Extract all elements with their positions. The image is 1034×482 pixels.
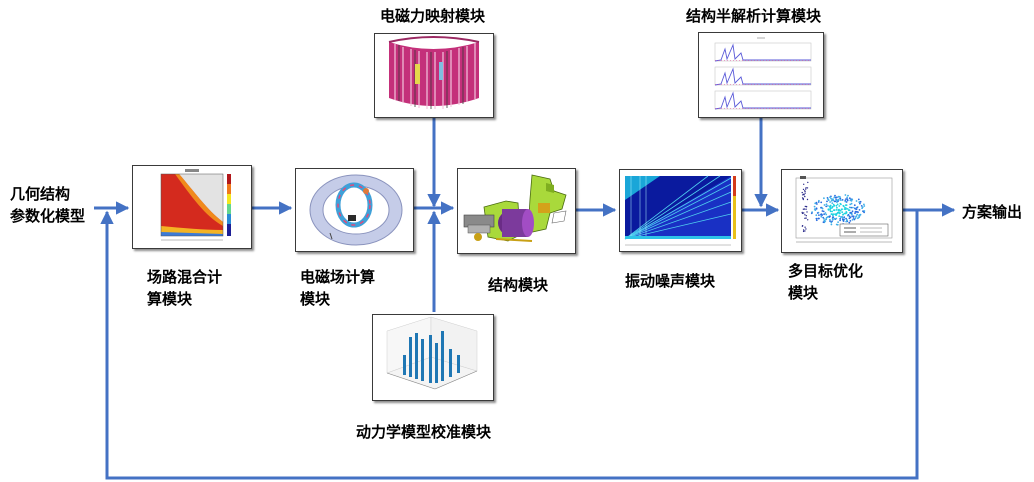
semi-analytic-image: [698, 32, 824, 118]
multi-obj-image: [781, 169, 903, 253]
dynamics-calib-label: 动力学模型校准模块: [356, 423, 492, 441]
input-label: 几何结构 参数化模型: [10, 185, 86, 225]
em-force-map-label: 电磁力映射模块: [380, 7, 486, 25]
em-field-label: 电磁场计算 模块: [300, 268, 376, 308]
dynamics-calib-image: [372, 314, 494, 401]
semi-analytic-label: 结构半解析计算模块: [686, 7, 822, 25]
multi-obj-label: 多目标优化 模块: [788, 262, 864, 302]
vib-noise-image: [619, 169, 742, 252]
em-field-image: [295, 168, 414, 252]
structure-image: [457, 168, 576, 254]
field-circuit-label: 场路混合计 算模块: [147, 268, 223, 308]
structure-label: 结构模块: [488, 276, 549, 294]
vib-noise-label: 振动噪声模块: [625, 272, 716, 290]
output-label: 方案输出: [962, 203, 1023, 221]
em-force-map-image: [374, 33, 494, 118]
field-circuit-image: [132, 165, 252, 249]
feedback-loop: [100, 210, 919, 480]
